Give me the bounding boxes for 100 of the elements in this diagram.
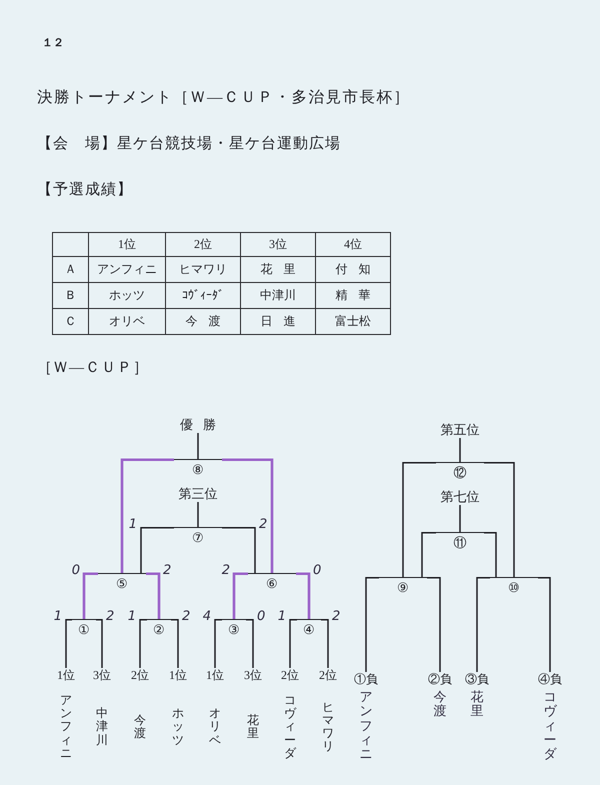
- score-label: 1: [278, 610, 286, 624]
- bracket-line: [484, 532, 497, 578]
- team-name: 花里: [247, 714, 259, 740]
- score-label: 0: [72, 564, 80, 578]
- rank-label: 3位: [244, 668, 262, 682]
- score-label: 2: [332, 610, 340, 624]
- team-name: アンフィニ: [88, 256, 166, 282]
- team-name: 中津川: [240, 282, 316, 308]
- bracket-line: [365, 577, 379, 672]
- match-number: ⑪: [436, 532, 484, 552]
- team-name: 今渡: [166, 308, 240, 334]
- team-name: オリベ: [209, 707, 221, 747]
- group-label: Ｂ: [52, 282, 88, 308]
- rank-label: 2位: [131, 668, 149, 682]
- match-number: ④: [297, 619, 321, 640]
- page-number: １２: [42, 36, 64, 50]
- rank-label: 3位: [93, 668, 111, 682]
- team-name: 富士松: [316, 308, 390, 334]
- bracket-line: [222, 458, 274, 574]
- bracket-line: [197, 433, 199, 460]
- place-label: 第五位: [440, 422, 480, 438]
- team-name: ホッツ: [88, 282, 166, 308]
- bracket-line: [214, 619, 222, 668]
- team-name: ｺｳﾞｨｰﾀﾞ: [166, 282, 240, 308]
- title: 決勝トーナメント［Ｗ―ＣＵＰ・多治見市長杯］: [37, 88, 410, 108]
- bracket-line: [421, 532, 436, 578]
- group-label: Ｃ: [52, 308, 88, 334]
- loser-label: ①負: [354, 672, 378, 686]
- match-number: ③: [222, 619, 246, 640]
- handwritten-team-name: 今渡: [434, 691, 446, 720]
- loser-label: ④負: [538, 672, 562, 686]
- match-number: ⑥: [248, 573, 296, 594]
- handwritten-team-name: 花里: [470, 691, 484, 720]
- team-name: ホッツ: [172, 707, 184, 747]
- score-label: 1: [128, 610, 136, 624]
- bracket-line: [139, 619, 147, 668]
- handwritten-team-name: コヴィーダ: [544, 691, 556, 762]
- score-label: 2: [259, 518, 268, 532]
- team-name: ヒマワリ: [166, 256, 240, 282]
- score-label: 1: [54, 610, 62, 624]
- place-label: 第七位: [440, 489, 480, 505]
- bracket-line: [120, 458, 174, 574]
- bracket-line: [484, 462, 515, 578]
- rank-header: 2位: [166, 232, 240, 256]
- score-label: 1: [128, 518, 137, 532]
- bracket-line: [65, 619, 72, 668]
- team-name: 付知: [316, 256, 390, 282]
- team-name: ヒマワリ: [322, 700, 334, 754]
- bracket-line: [459, 505, 461, 533]
- place-label: 優勝: [169, 417, 227, 433]
- team-name: 中津川: [96, 707, 108, 747]
- bracket-line: [321, 619, 329, 668]
- score-label: 0: [257, 610, 266, 624]
- team-name: 今渡: [134, 714, 146, 740]
- bracket-line: [402, 462, 436, 578]
- bracket-line: [459, 438, 461, 463]
- bracket-line: [476, 577, 490, 672]
- venue-text: 【会 場】星ケ台競技場・星ケ台運動広場: [37, 134, 341, 154]
- match-number: ⑩: [490, 577, 538, 598]
- score-label: 0: [313, 564, 322, 578]
- match-number: ⑨: [379, 577, 427, 598]
- bracket-line: [146, 572, 160, 620]
- score-label: 2: [182, 610, 190, 624]
- team-name: アンフィニ: [60, 694, 72, 760]
- bracket-line: [246, 619, 254, 668]
- bracket-line: [289, 619, 297, 668]
- section-heading: ［Ｗ―ＣＵＰ］: [37, 359, 149, 378]
- score-label: 2: [222, 564, 230, 578]
- rank-header: 1位: [88, 232, 166, 256]
- rank-label: 2位: [319, 668, 337, 682]
- match-number: ②: [147, 619, 171, 640]
- team-name: 日進: [240, 308, 316, 334]
- team-name: 花里: [240, 256, 316, 282]
- bracket-line: [538, 577, 551, 672]
- rank-label: 2位: [281, 668, 299, 682]
- rank-label: 1位: [57, 668, 75, 682]
- group-label: Ａ: [52, 256, 88, 282]
- team-name: 精華: [316, 282, 390, 308]
- match-number: ⑫: [436, 462, 484, 482]
- rank-label: 1位: [206, 668, 224, 682]
- bracket-line: [296, 572, 310, 620]
- bracket-line: [232, 572, 248, 620]
- loser-label: ③負: [465, 672, 489, 686]
- rank-header: 3位: [240, 232, 316, 256]
- match-number: ⑤: [98, 573, 146, 594]
- score-label: 2: [106, 610, 114, 624]
- loser-label: ②負: [428, 672, 452, 686]
- match-number: ①: [72, 619, 96, 640]
- score-label: 2: [163, 564, 172, 578]
- score-label: 4: [202, 610, 211, 624]
- match-number: ⑧: [174, 459, 222, 480]
- match-number: ⑦: [174, 527, 222, 548]
- bracket-line: [171, 619, 179, 668]
- rank-label: 1位: [169, 668, 187, 682]
- bracket-line: [427, 577, 441, 672]
- bracket-line: [96, 619, 103, 668]
- bracket-line: [140, 527, 174, 574]
- rank-header: 4位: [316, 232, 390, 256]
- bracket-line: [222, 527, 256, 574]
- section-heading: 【予選成績】: [37, 180, 133, 200]
